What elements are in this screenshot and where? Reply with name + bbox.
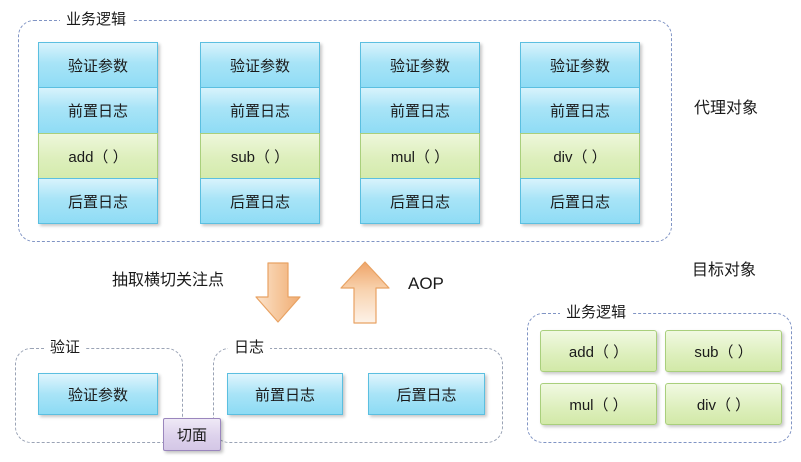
proxy-cell: 验证参数 (38, 42, 158, 87)
proxy-cell-method: mul（ ） (360, 133, 480, 178)
log-group-label: 日志 (228, 339, 271, 357)
validate-group-label: 验证 (44, 339, 87, 357)
proxy-column-add: 验证参数 前置日志 add（ ） 后置日志 (38, 42, 158, 224)
proxy-cell: 后置日志 (200, 178, 320, 224)
target-business-logic-container (527, 313, 792, 443)
proxy-cell: 验证参数 (200, 42, 320, 87)
validate-group-container (15, 348, 183, 443)
after-log-box: 后置日志 (368, 373, 485, 415)
proxy-cell-method: add（ ） (38, 133, 158, 178)
down-arrow-icon (254, 261, 302, 325)
proxy-business-logic-label: 业务逻辑 (60, 11, 133, 29)
target-method-div: div（ ） (665, 383, 782, 425)
log-group-container (213, 348, 503, 443)
proxy-cell: 后置日志 (38, 178, 158, 224)
proxy-cell: 后置日志 (360, 178, 480, 224)
proxy-object-container (18, 20, 672, 242)
target-method-add: add（ ） (540, 330, 657, 372)
target-business-logic-label: 业务逻辑 (560, 304, 633, 322)
aop-label: AOP (408, 274, 444, 293)
proxy-cell-method: sub（ ） (200, 133, 320, 178)
proxy-column-mul: 验证参数 前置日志 mul（ ） 后置日志 (360, 42, 480, 224)
proxy-cell: 前置日志 (360, 87, 480, 133)
target-method-mul: mul（ ） (540, 383, 657, 425)
target-object-label: 目标对象 (692, 262, 757, 279)
proxy-cell-method: div（ ） (520, 133, 640, 178)
up-arrow-icon (339, 260, 391, 326)
aspect-badge: 切面 (163, 418, 221, 451)
before-log-box: 前置日志 (227, 373, 343, 415)
proxy-cell: 前置日志 (520, 87, 640, 133)
extract-crosscutting-label: 抽取横切关注点 (112, 272, 225, 289)
proxy-object-label: 代理对象 (694, 100, 759, 117)
proxy-column-div: 验证参数 前置日志 div（ ） 后置日志 (520, 42, 640, 224)
proxy-column-sub: 验证参数 前置日志 sub（ ） 后置日志 (200, 42, 320, 224)
proxy-cell: 验证参数 (520, 42, 640, 87)
proxy-cell: 后置日志 (520, 178, 640, 224)
proxy-cell: 前置日志 (200, 87, 320, 133)
validate-param-box: 验证参数 (38, 373, 158, 415)
target-method-sub: sub（ ） (665, 330, 782, 372)
proxy-cell: 前置日志 (38, 87, 158, 133)
proxy-cell: 验证参数 (360, 42, 480, 87)
